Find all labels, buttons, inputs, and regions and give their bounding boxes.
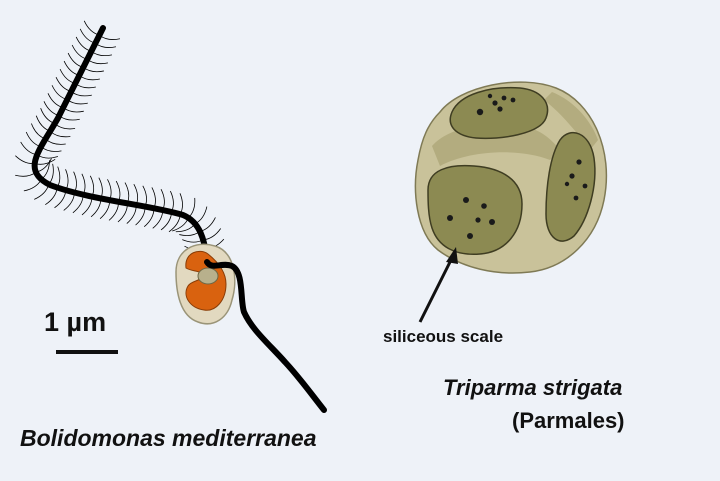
mastigoneme-hair [199, 217, 216, 232]
hairy-flagellum-icon [15, 20, 225, 265]
mastigoneme-hair [15, 155, 35, 164]
mastigoneme-hair [90, 198, 102, 218]
mastigoneme-hair [81, 196, 93, 216]
scale-spots [447, 93, 588, 239]
mastigoneme-hair [20, 141, 38, 156]
mastigoneme-hair [142, 185, 147, 207]
species-label-triparma: Triparma strigata [443, 375, 623, 400]
mastigoneme-hair [87, 58, 109, 65]
mastigoneme-hair [99, 200, 111, 219]
mastigoneme-hair [152, 209, 164, 229]
mastigoneme-hair [23, 179, 42, 192]
species-label-bolidomonas: Bolidomonas mediterranea [20, 425, 317, 451]
mastigoneme-hair [55, 77, 72, 92]
mastigoneme-hair [43, 101, 60, 117]
mastigoneme-hair [71, 44, 88, 60]
siliceous-scale-label: siliceous scale [383, 327, 504, 346]
mastigoneme-hair [75, 36, 92, 52]
mastigoneme-hair [31, 123, 46, 140]
mastigoneme-hair [49, 130, 71, 138]
mastigoneme-hair [98, 177, 103, 199]
mastigoneme-hair [54, 123, 76, 130]
mastigoneme-hair [15, 171, 37, 177]
mastigoneme-hair [151, 187, 156, 209]
scale-bar [56, 350, 118, 354]
mastigoneme-hair [63, 192, 75, 211]
mastigoneme-hair [59, 68, 76, 84]
mastigoneme-hair [175, 223, 196, 233]
mastigoneme-hair [25, 131, 42, 148]
mastigoneme-hair [40, 146, 62, 152]
triparma-cell [414, 81, 608, 274]
mastigoneme-hair [67, 52, 84, 68]
mastigoneme-hair [83, 67, 104, 73]
mastigoneme-hair [95, 42, 117, 48]
mastigoneme-hair [79, 28, 96, 44]
mastigoneme-hair [179, 193, 183, 215]
mastigoneme-hair [35, 115, 51, 132]
siliceous-scale-front [427, 164, 523, 255]
mastigoneme-hair [41, 160, 50, 180]
mastigoneme-hair [34, 158, 56, 165]
mastigoneme-hair [56, 166, 61, 188]
mastigoneme-hair [143, 208, 155, 227]
mastigoneme-hair [40, 108, 55, 124]
mastigoneme-hair [170, 190, 174, 213]
mastigoneme-hair [188, 197, 196, 219]
siliceous-scale-right [545, 131, 596, 242]
mastigoneme-hair [115, 180, 121, 202]
group-label-parmales: (Parmales) [512, 408, 625, 433]
mastigoneme-hair [45, 138, 66, 145]
mastigoneme-hair [72, 194, 84, 214]
mastigoneme-hair [58, 115, 80, 121]
mastigoneme-hair [63, 60, 80, 76]
mastigoneme-hair [48, 163, 54, 185]
mastigoneme-hair [117, 203, 128, 223]
mastigoneme-hair [179, 231, 201, 236]
mastigoneme-hair [91, 50, 113, 57]
nucleus [197, 267, 219, 285]
mastigoneme-hair [35, 158, 52, 173]
mastigoneme-hair [99, 34, 121, 40]
scale-bar-label: 1 µm [44, 307, 107, 337]
mastigoneme-hair [73, 171, 77, 193]
mastigoneme-hair [71, 91, 92, 97]
mastigoneme-hair [66, 99, 88, 105]
mastigoneme-hair [81, 173, 86, 195]
mastigoneme-hair [45, 187, 58, 206]
mastigoneme-hair [34, 184, 50, 200]
mastigoneme-hair [36, 154, 59, 159]
mastigoneme-hair [168, 214, 181, 233]
smooth-flagellum-icon [204, 259, 327, 413]
mastigoneme-hair [194, 206, 208, 225]
mastigoneme-hair [62, 107, 84, 113]
mastigoneme-hair [133, 184, 139, 206]
mastigoneme-hair [160, 188, 165, 211]
mastigoneme-hair [89, 175, 95, 197]
mastigoneme-hair [107, 179, 112, 201]
mastigoneme-hair [124, 182, 130, 204]
mastigoneme-hair [47, 93, 64, 108]
mastigoneme-hair [108, 201, 119, 221]
arrow-icon [418, 247, 458, 323]
mastigoneme-hair [126, 204, 137, 224]
mastigoneme-hair [172, 217, 189, 232]
mastigoneme-hair [160, 211, 172, 231]
mastigoneme-hair [83, 20, 100, 36]
bolidomonas-cell [175, 243, 236, 325]
mastigoneme-hair [75, 83, 96, 89]
siliceous-scale-top [449, 86, 549, 140]
mastigoneme-hair [203, 228, 222, 241]
mastigoneme-hair [135, 206, 146, 226]
mastigoneme-hair [54, 190, 67, 209]
mastigoneme-hair [182, 239, 204, 243]
mastigoneme-hair [51, 85, 68, 100]
mastigoneme-hair [65, 169, 69, 191]
mastigoneme-hair [79, 75, 100, 81]
